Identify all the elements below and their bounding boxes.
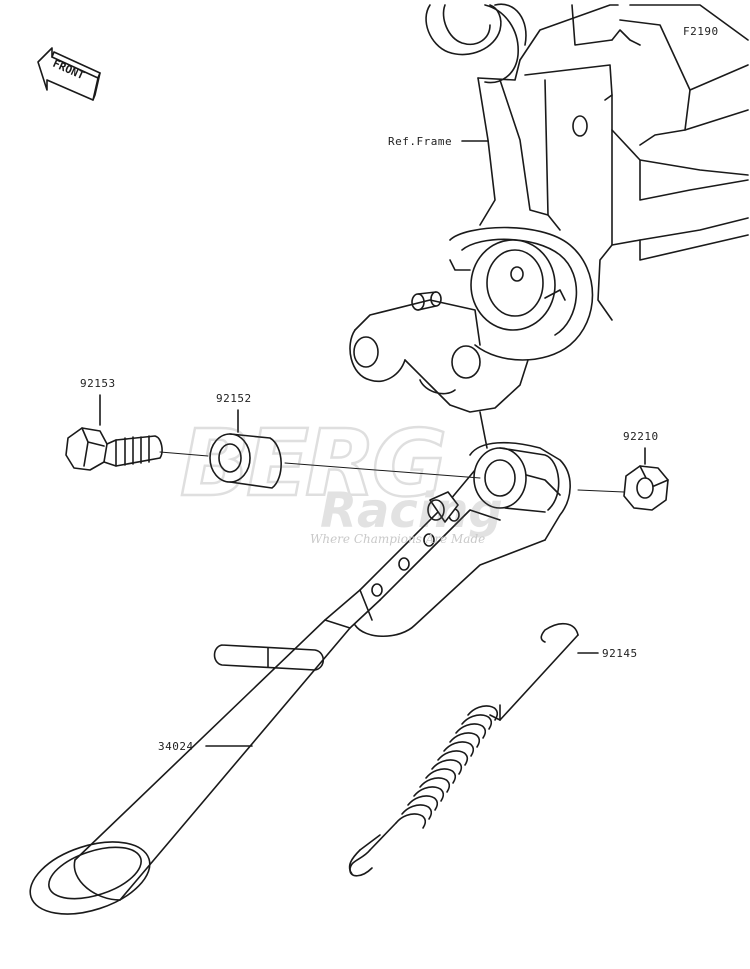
frame-assembly [349, 3, 749, 449]
part-label-92210: 92210 [623, 430, 659, 443]
bolt-92153 [65, 394, 163, 471]
front-arrow-icon [37, 47, 101, 101]
watermark-brand-top: BERG [180, 410, 444, 517]
part-label-92152: 92152 [216, 392, 252, 405]
watermark-tagline: Where Champions Are Made [310, 532, 486, 546]
side-stand-34024 [29, 441, 571, 915]
nut-92210 [623, 447, 669, 511]
spring-92145 [348, 622, 599, 877]
berg-racing-watermark: BERG Racing [179, 409, 503, 539]
part-label-92145: 92145 [602, 647, 638, 660]
diagram-code: F2190 [683, 25, 719, 38]
collar-92152 [209, 409, 282, 489]
ref-frame-label: Ref.Frame [388, 135, 453, 148]
assembly-axis-lines [159, 451, 625, 493]
watermark-brand-bottom: Racing [320, 483, 503, 539]
part-label-92153: 92153 [80, 377, 116, 390]
part-label-34024: 34024 [158, 740, 194, 753]
